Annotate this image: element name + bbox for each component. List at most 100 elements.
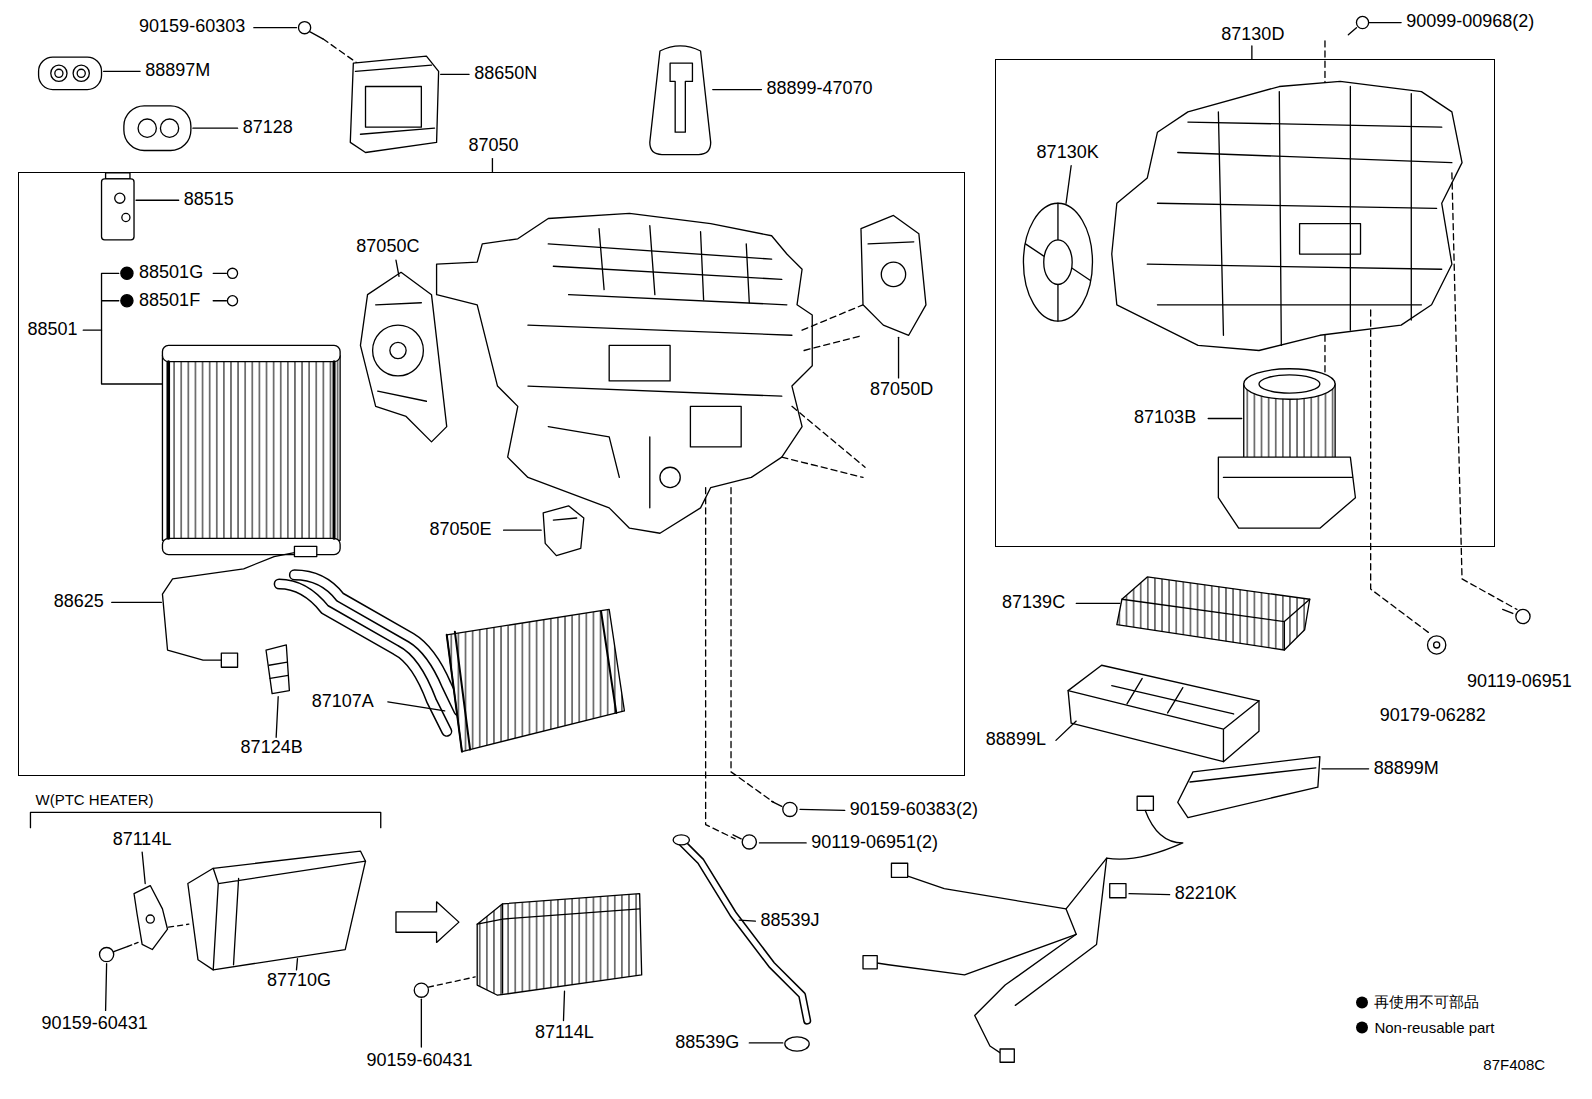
- blower-motor: [1208, 418, 1242, 419]
- arrow-symbol: [396, 902, 459, 943]
- ptc-heater: [213, 861, 365, 970]
- air-filter: [1076, 603, 1120, 604]
- servo-motor: [881, 262, 905, 286]
- wire-harness: [863, 956, 877, 969]
- heater-core: [294, 575, 458, 711]
- part-number: 87114L: [534, 1023, 595, 1043]
- expansion-valve: [115, 193, 125, 203]
- ptc-heater: [477, 894, 641, 1021]
- non-reusable-mark: [213, 273, 226, 274]
- blower-cover: [1025, 203, 1090, 321]
- servo-motor: [360, 272, 446, 442]
- bolt: [128, 942, 138, 946]
- cover: [650, 46, 762, 155]
- control-module: [441, 74, 469, 75]
- heater-core: [447, 611, 617, 751]
- expansion-valve: [136, 200, 179, 201]
- servo-motor: [504, 506, 584, 556]
- heater-core: [279, 575, 624, 752]
- part-number: 87114L: [112, 830, 173, 850]
- filter-frame: [1068, 665, 1259, 761]
- parts-illustration: [1251, 46, 1252, 59]
- part-number: 88539J: [759, 911, 820, 931]
- parts-illustration: [492, 159, 493, 172]
- bolt: [1356, 16, 1368, 28]
- part-number: 90159-60303: [138, 18, 246, 38]
- bolt: [800, 809, 845, 810]
- cover-plate: [1178, 757, 1369, 818]
- clip: [276, 697, 278, 738]
- filter-frame: [1112, 678, 1234, 714]
- drain-hose: [682, 843, 807, 1021]
- part-number: 90159-60431: [366, 1051, 474, 1071]
- servo-motor: [898, 337, 899, 378]
- blower-case: [1112, 81, 1517, 634]
- option-bracket: [30, 812, 380, 827]
- grommet: [160, 119, 178, 137]
- evaporator: [167, 362, 170, 539]
- part-number: W(PTC HEATER): [35, 792, 155, 809]
- expansion-valve: [122, 213, 130, 221]
- heater-core: [447, 609, 625, 751]
- wire-harness: [1000, 1049, 1014, 1062]
- bolt: [772, 801, 782, 806]
- part-number: 88625: [53, 592, 105, 612]
- air-filter: [1076, 577, 1310, 650]
- evaporator: [162, 345, 340, 361]
- bolt: [733, 835, 806, 849]
- drain-hose: [682, 843, 807, 1021]
- bolt: [783, 802, 797, 816]
- grommet: [193, 127, 238, 128]
- wire-harness: [1110, 884, 1126, 898]
- non-reusable-mark: [121, 267, 133, 279]
- blower-motor: [1218, 457, 1355, 528]
- expansion-valve: [102, 179, 134, 240]
- ptc-heater: [296, 959, 297, 970]
- grommet: [749, 1037, 809, 1051]
- grommet: [51, 65, 67, 81]
- part-number: 87F408C: [1482, 1057, 1546, 1074]
- legend-swatch: [1356, 996, 1368, 1008]
- bolt: [106, 964, 107, 1011]
- grommet: [104, 71, 141, 72]
- control-module: [350, 56, 469, 152]
- part-number: 88501F: [138, 291, 201, 311]
- washer: [1428, 636, 1446, 654]
- bolt: [1503, 609, 1530, 623]
- servo-motor: [868, 242, 914, 244]
- heater-unit-case: [660, 467, 680, 487]
- servo-motor: [376, 303, 427, 401]
- legend-text: 再使用不可部品: [1374, 993, 1479, 1012]
- blower-motor: [1223, 477, 1352, 478]
- cover-plate: [1178, 757, 1320, 818]
- heater-unit-case: [609, 345, 670, 381]
- part-number: 90119-06951: [1466, 672, 1573, 692]
- legend-swatch: [1356, 1021, 1368, 1033]
- ptc-heater: [188, 851, 366, 970]
- cover-plate: [1190, 768, 1316, 782]
- evaporator: [333, 362, 336, 539]
- sensor-wire: [221, 653, 237, 667]
- heater-bracket: [146, 915, 154, 923]
- bolt: [254, 22, 358, 64]
- non-reusable-mark: [83, 330, 101, 331]
- grommet: [124, 106, 191, 151]
- servo-motor: [373, 325, 424, 376]
- bolt: [299, 22, 311, 34]
- heater-unit-case: [706, 488, 774, 839]
- part-number: 88539G: [674, 1033, 740, 1053]
- heater-unit-case: [690, 406, 741, 447]
- servo-motor: [861, 215, 926, 335]
- heater-bracket: [134, 886, 168, 950]
- blower-motor: [1244, 369, 1335, 399]
- ptc-heater: [188, 851, 366, 970]
- air-filter: [1122, 599, 1310, 650]
- part-number: 90099-00968(2): [1405, 12, 1535, 32]
- filter-frame: [1056, 721, 1076, 740]
- blower-case: [1218, 87, 1411, 346]
- part-number: 90159-60383(2): [849, 800, 979, 820]
- part-number: 88899L: [985, 730, 1047, 750]
- ptc-heater: [477, 904, 639, 993]
